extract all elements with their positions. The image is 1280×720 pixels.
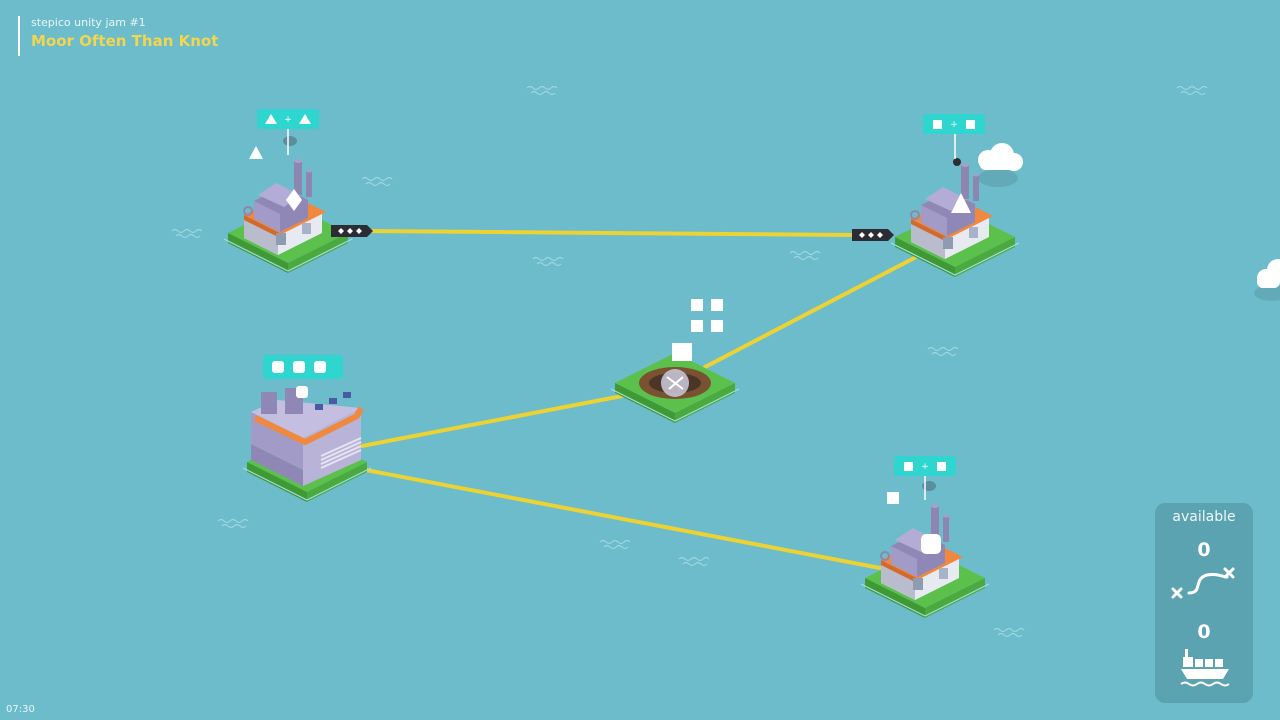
jam-subtitle: stepico unity jam #1 — [31, 16, 146, 29]
recipe-badge: + — [257, 109, 319, 129]
square-icon — [691, 299, 703, 311]
dock-marker — [852, 229, 894, 241]
triangle-icon — [249, 146, 263, 159]
recipe-badge: + — [894, 456, 956, 476]
timer: 07:30 — [6, 704, 35, 715]
dock-marker — [331, 225, 373, 237]
routes-count: 0 — [1197, 539, 1211, 561]
demand-badge — [263, 355, 343, 379]
stock-icons — [691, 299, 723, 332]
square-icon — [711, 320, 723, 332]
rounded-square-icon — [272, 361, 284, 373]
game-title: Moor Often Than Knot — [31, 32, 219, 50]
square-icon — [672, 343, 692, 361]
svg-text:+: + — [950, 120, 958, 130]
diamond-icon — [286, 189, 302, 211]
island-factory-top-left[interactable]: + — [223, 109, 373, 274]
island-warehouse-left[interactable] — [242, 355, 372, 503]
shipping-routes[interactable] — [360, 229, 920, 570]
square-icon — [966, 120, 975, 129]
triangle-icon — [299, 114, 311, 124]
square-icon — [887, 492, 899, 504]
svg-text:+: + — [284, 115, 292, 125]
island-factory-top-right[interactable]: + — [852, 114, 1020, 278]
rounded-square-icon — [921, 534, 941, 554]
rounded-square-icon — [293, 361, 305, 373]
island-factory-bottom-right[interactable]: + — [860, 456, 990, 619]
title-block: stepico unity jam #1 Moor Often Than Kno… — [18, 16, 218, 56]
available-panel: available 0 0 — [1155, 503, 1253, 703]
cloud — [1254, 259, 1280, 301]
svg-text:+: + — [921, 462, 929, 472]
route-line — [364, 468, 882, 570]
cargo-ship-icon[interactable] — [1179, 647, 1231, 689]
square-icon — [904, 462, 913, 471]
route-line — [703, 254, 920, 369]
cloud — [978, 143, 1023, 187]
island-mine-center[interactable] — [610, 299, 740, 424]
triangle-icon — [951, 193, 971, 213]
square-icon — [937, 462, 946, 471]
square-icon — [711, 299, 723, 311]
recipe-badge: + — [923, 114, 985, 134]
route-line — [368, 229, 854, 237]
rounded-square-icon — [296, 386, 308, 398]
square-icon — [691, 320, 703, 332]
available-label: available — [1172, 509, 1236, 525]
triangle-icon — [265, 114, 277, 124]
square-icon — [933, 120, 942, 129]
route-line — [360, 394, 624, 448]
ships-count: 0 — [1197, 621, 1211, 643]
route-icon[interactable] — [1169, 565, 1241, 605]
rounded-square-icon — [314, 361, 326, 373]
